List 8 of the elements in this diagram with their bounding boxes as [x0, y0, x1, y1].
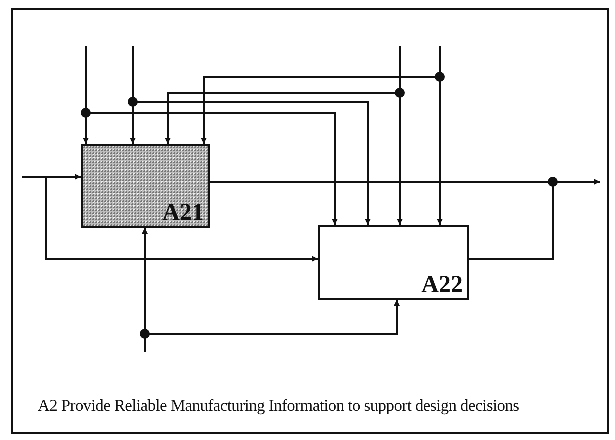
activity-box — [318, 225, 469, 300]
arrow — [45, 177, 318, 262]
arrow — [469, 179, 600, 260]
activity-number: A21 — [162, 200, 204, 226]
diagram-caption: A2 Provide Reliable Manufacturing Information to support design decisions — [38, 396, 520, 416]
activity-box — [81, 144, 210, 228]
activity-number: A22 — [422, 272, 463, 298]
arrow — [22, 174, 81, 180]
